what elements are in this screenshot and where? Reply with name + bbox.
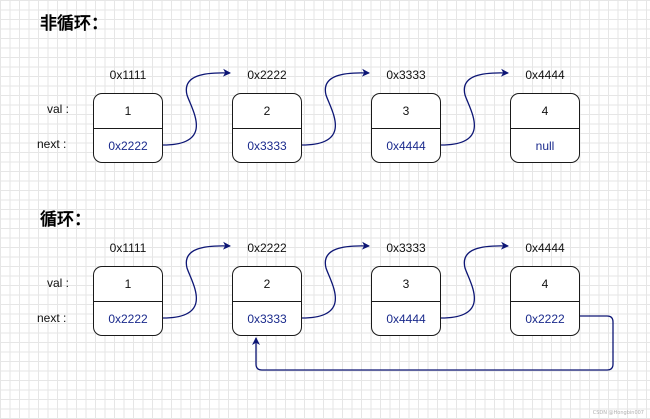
next-pointer-arrow — [301, 241, 370, 319]
next-pointer-arrow — [440, 241, 509, 319]
node-val: 4 — [541, 104, 549, 118]
node-val: 3 — [402, 104, 410, 118]
list-node: 3 0x4444 — [371, 93, 441, 163]
node-address: 0x3333 — [386, 68, 426, 82]
circular-back-pointer-arrow — [252, 315, 614, 371]
node-val: 2 — [263, 104, 271, 118]
list-node: 2 0x3333 — [232, 266, 302, 336]
node-next-pointer: 0x3333 — [233, 301, 301, 335]
node-next-pointer: 0x2222 — [94, 301, 162, 335]
node-address: 0x3333 — [386, 241, 426, 255]
node-address: 0x4444 — [525, 68, 565, 82]
node-address: 0x1111 — [109, 241, 147, 255]
section-title-non-circular: 非循环： — [40, 14, 108, 34]
node-next-pointer: null — [511, 128, 579, 162]
node-val: 3 — [402, 277, 410, 291]
val-row-label: val : — [47, 276, 70, 290]
next-pointer-arrow — [162, 241, 231, 319]
val-row-label: val : — [47, 102, 70, 116]
next-pointer-arrow — [440, 68, 509, 146]
section-title-circular: 循环： — [40, 210, 91, 230]
node-val: 1 — [124, 277, 132, 291]
node-next-pointer: 0x3333 — [233, 128, 301, 162]
list-node: 4 null — [510, 93, 580, 163]
watermark: CSDN @Hongbin007 — [592, 410, 644, 416]
node-val: 2 — [263, 277, 271, 291]
list-node: 4 0x2222 — [510, 266, 580, 336]
next-row-label: next : — [37, 311, 67, 325]
node-next-pointer: 0x2222 — [511, 301, 579, 335]
node-val: 1 — [124, 104, 132, 118]
next-row-label: next : — [37, 137, 67, 151]
node-address: 0x4444 — [525, 241, 565, 255]
node-address: 0x2222 — [247, 241, 287, 255]
node-next-pointer: 0x4444 — [372, 128, 440, 162]
list-node: 3 0x4444 — [371, 266, 441, 336]
node-next-pointer: 0x2222 — [94, 128, 162, 162]
list-node: 1 0x2222 — [93, 266, 163, 336]
next-pointer-arrow — [301, 68, 370, 146]
node-val: 4 — [541, 277, 549, 291]
node-next-pointer: 0x4444 — [372, 301, 440, 335]
node-address: 0x2222 — [247, 68, 287, 82]
next-pointer-arrow — [162, 68, 231, 146]
list-node: 1 0x2222 — [93, 93, 163, 163]
list-node: 2 0x3333 — [232, 93, 302, 163]
node-address: 0x1111 — [109, 68, 147, 82]
